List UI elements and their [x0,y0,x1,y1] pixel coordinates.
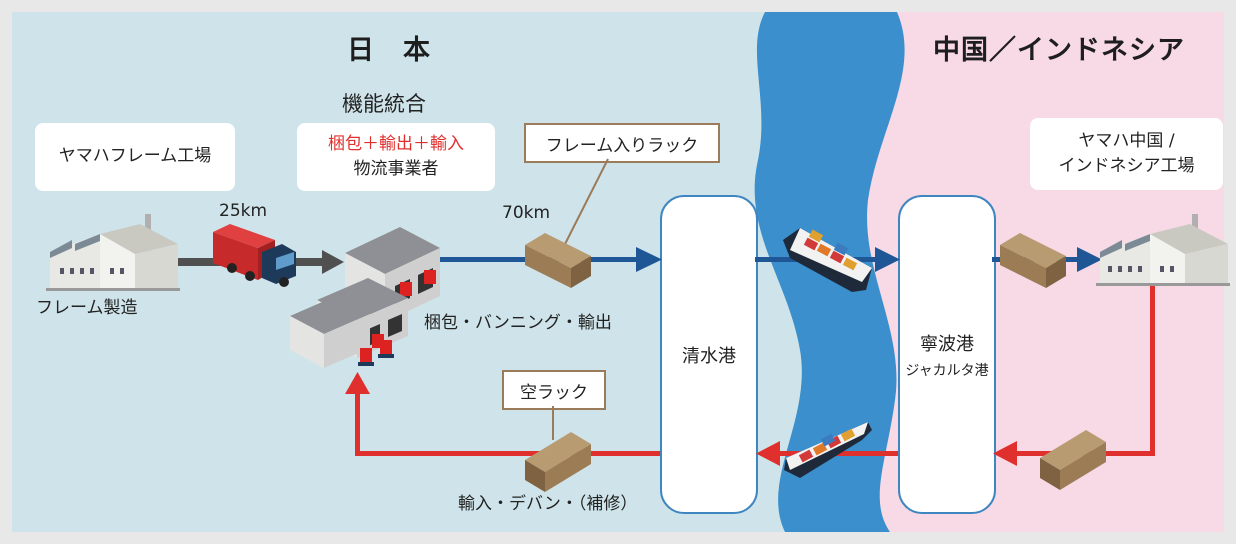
logistics-provider-box: 梱包＋輸出＋輸入 物流事業者 [297,123,495,191]
overseas-factory-box: ヤマハ中国 / インドネシア工場 [1030,118,1223,190]
shimizu-port-label: 清水港 [682,345,736,367]
container-ship-outbound [783,228,872,292]
warehouse-icon-bottom [290,296,394,368]
region-title-overseas: 中国／インドネシア [933,35,1185,66]
container-ship-return [784,422,872,478]
yamaha-frame-factory-box: ヤマハフレーム工場 [35,123,235,191]
shimizu-port: 清水港 [660,195,758,514]
rack-crate-outbound-japan [525,158,609,288]
frame-manufacturing-label: フレーム製造 [36,298,138,318]
logistics-provider-label: 物流事業者 [353,159,439,179]
ningbo-port-label: 寧波港 [920,333,974,355]
return-route-arrows [345,284,1155,466]
factory-icon-japan [46,214,180,291]
region-title-japan: 日 本 [347,35,431,66]
truck-icon [213,224,296,287]
import-devanning-label: 輸入・デバン・（補修） [458,494,638,514]
yamaha-frame-factory-label: ヤマハフレーム工場 [58,146,212,167]
jakarta-port-label: ジャカルタ港 [905,362,989,379]
overseas-factory-line1: ヤマハ中国 / [1078,130,1175,151]
empty-rack-tag: 空ラック [502,370,606,410]
distance-25km-label: 25km [219,201,268,221]
rack-crate-outbound-overseas [1000,233,1066,288]
rack-with-frame-tag: フレーム入りラック [524,123,720,163]
rack-crate-return-japan [525,406,591,492]
ningbo-jakarta-port: 寧波港 ジャカルタ港 [898,195,996,514]
rack-crate-return-overseas [1040,430,1106,490]
logistics-functions-label: 梱包＋輸出＋輸入 [328,133,464,154]
distance-70km-label: 70km [502,203,551,223]
overseas-factory-line2: インドネシア工場 [1058,156,1195,176]
integration-label: 機能統合 [342,92,426,116]
packing-export-label: 梱包・バンニング・輸出 [424,313,612,333]
factory-icon-overseas [1096,214,1230,286]
